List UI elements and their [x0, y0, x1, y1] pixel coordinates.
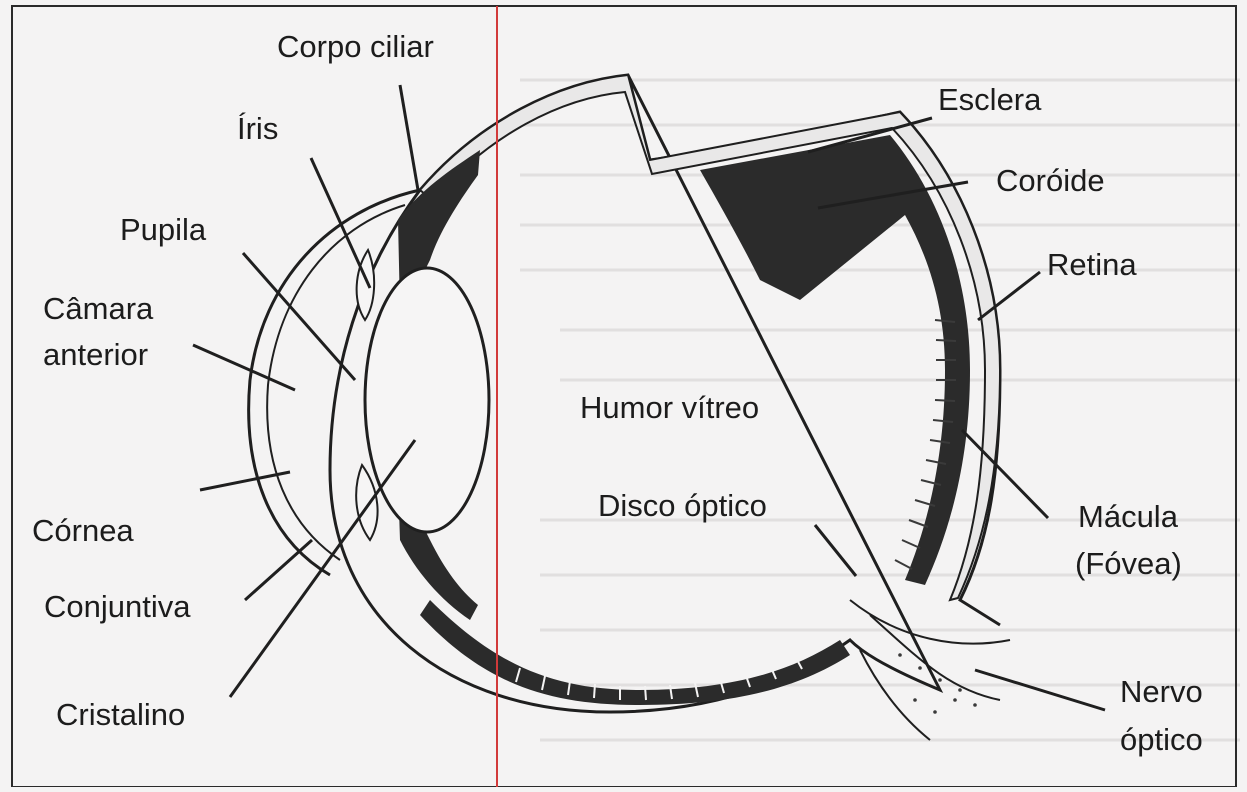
label-coroide: Coróide: [996, 163, 1105, 198]
label-nervo-optico-line2: óptico: [1120, 722, 1203, 757]
label-corpo-ciliar: Corpo ciliar: [277, 29, 434, 64]
label-retina: Retina: [1047, 247, 1137, 282]
label-macula-line2: (Fóvea): [1075, 546, 1182, 581]
label-cristalino: Cristalino: [56, 697, 185, 732]
label-conjuntiva: Conjuntiva: [44, 589, 191, 624]
label-cornea: Córnea: [32, 513, 134, 548]
label-iris: Íris: [237, 111, 278, 146]
label-esclera: Esclera: [938, 82, 1042, 117]
label-disco-optico: Disco óptico: [598, 488, 767, 523]
label-humor-vitreo: Humor vítreo: [580, 390, 759, 425]
label-nervo-optico-line1: Nervo: [1120, 674, 1203, 709]
lens-cristalino: [365, 268, 489, 532]
label-pupila: Pupila: [120, 212, 207, 247]
label-camara-anterior-line1: Câmara: [43, 291, 154, 326]
label-camara-anterior-line2: anterior: [43, 337, 148, 372]
label-macula-line1: Mácula: [1078, 499, 1179, 534]
